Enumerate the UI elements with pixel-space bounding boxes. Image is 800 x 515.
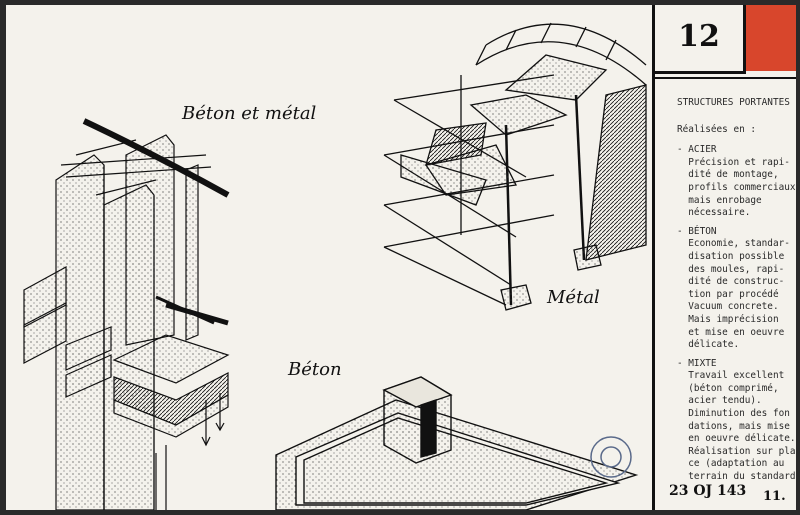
archive-stamp	[590, 436, 632, 478]
sheet-number-box: 12	[655, 5, 746, 74]
notes-line: Diminution des fon	[677, 408, 790, 420]
notes-line: en oeuvre délicate.	[677, 433, 796, 445]
sheet-number: 12	[678, 19, 720, 54]
notes-line: - BÉTON	[677, 225, 717, 237]
notes-line: - MIXTE	[677, 357, 717, 369]
notes-line: dations, mais mise	[677, 420, 790, 432]
notes-line: des moules, rapi-	[677, 263, 785, 275]
notes-line: terrain du standard)	[677, 471, 796, 483]
tower-beton-metal	[23, 118, 230, 510]
archive-reference: 23 OJ 143	[669, 483, 747, 499]
notes-line: nécessaire.	[677, 207, 751, 219]
notes-line: dité de montage,	[677, 169, 779, 181]
architectural-drawing	[23, 22, 647, 510]
notes-line: disation possible	[677, 250, 785, 262]
frame-metal	[383, 22, 647, 311]
notes-line: - ACIER	[677, 144, 717, 156]
notes-line: Précision et rapi-	[677, 156, 790, 168]
notes-line: acier tendu).	[677, 395, 762, 407]
notes-line: Réalisation sur pla	[677, 445, 796, 457]
drawing-sheet: Béton et métal Métal Béton 12 STRUCTURES…	[6, 5, 796, 510]
notes-line: et mise en oeuvre	[677, 326, 785, 338]
label-beton: Béton	[288, 359, 342, 380]
page-number: 11.	[763, 489, 786, 504]
notes-line: ce (adaptation au	[677, 458, 785, 470]
notes-intro: Réalisées en :	[677, 123, 757, 135]
notes-line: (béton comprimé,	[677, 382, 779, 394]
label-metal: Métal	[547, 287, 600, 308]
panel-rule	[655, 77, 796, 79]
notes-line: mais enrobage	[677, 194, 762, 206]
info-panel: 12 STRUCTURES PORTANTES Réalisées en : -…	[652, 5, 796, 510]
notes-title: STRUCTURES PORTANTES	[677, 97, 790, 108]
slab-beton	[275, 376, 639, 510]
notes-line: tion par procédé	[677, 288, 779, 300]
notes-line: Economie, standar-	[677, 238, 790, 250]
notes-line: Mais imprécision	[677, 313, 779, 325]
notes-text: STRUCTURES PORTANTES Réalisées en : - AC…	[677, 97, 796, 484]
notes-line: délicate.	[677, 339, 740, 351]
label-beton-metal: Béton et métal	[182, 103, 317, 124]
notes-line: Vacuum concrete.	[677, 301, 779, 313]
red-accent-block	[746, 5, 796, 71]
notes-line: dité de construc-	[677, 276, 785, 288]
notes-line: Travail excellent	[677, 370, 785, 382]
notes-line: profils commerciaux	[677, 181, 796, 193]
